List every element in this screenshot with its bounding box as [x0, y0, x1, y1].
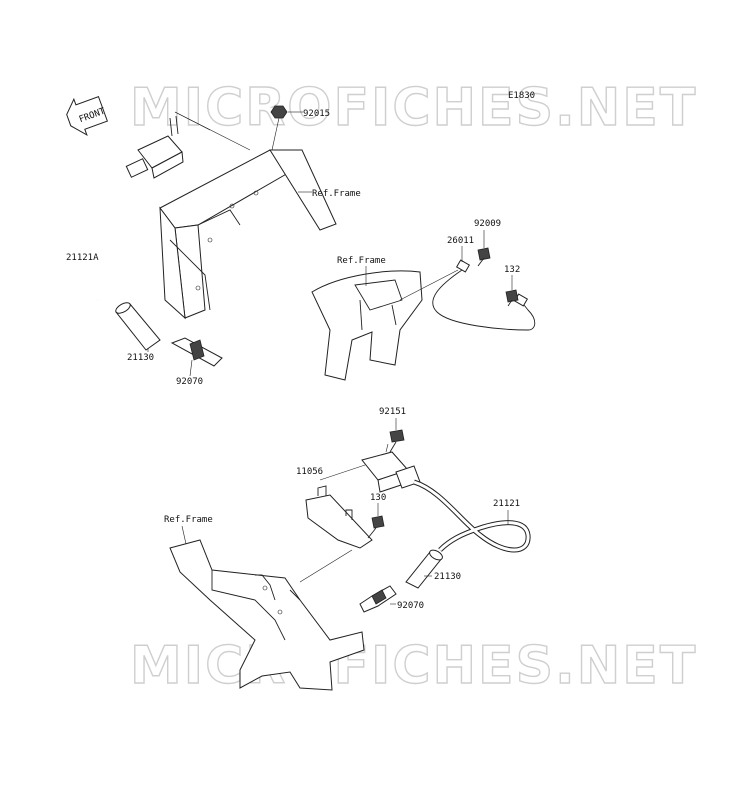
- label-21130-bottom: 21130: [434, 572, 461, 582]
- bolt-92151: [389, 418, 405, 453]
- label-ref-frame-top: Ref.Frame: [312, 189, 361, 199]
- top-frame: [159, 149, 337, 320]
- screw-132: [505, 289, 519, 307]
- watermark-bottom: MICROFICHES.NET: [130, 636, 697, 696]
- front-arrow-icon: FRONT: [66, 95, 109, 137]
- bracket-11056: [305, 464, 373, 549]
- spark-plug-92070-top: [170, 337, 223, 377]
- cable-21121: [413, 479, 531, 553]
- mid-frame: [311, 270, 423, 381]
- ignition-coil-bottom: [361, 443, 421, 493]
- label-ref-frame-mid: Ref.Frame: [337, 256, 386, 266]
- label-21121: 21121: [493, 499, 520, 509]
- label-26011: 26011: [447, 236, 474, 246]
- ground-lead-26011: [399, 259, 536, 331]
- bottom-frame: [169, 539, 365, 691]
- label-ref-frame-bottom: Ref.Frame: [164, 515, 213, 525]
- bolt-130: [367, 503, 385, 539]
- label-21130-top: 21130: [127, 353, 154, 363]
- ignition-coil-top: [125, 115, 184, 179]
- nut-92015: [270, 105, 303, 151]
- diagram-code: E1830: [508, 91, 535, 101]
- label-92015: 92015: [303, 109, 330, 119]
- label-92070-bottom: 92070: [397, 601, 424, 611]
- spark-plug-92070-bottom: [359, 585, 397, 613]
- label-92151: 92151: [379, 407, 406, 417]
- label-132: 132: [504, 265, 520, 275]
- bolt-92009: [477, 247, 491, 267]
- watermark-top: MICROFICHES.NET: [130, 78, 697, 138]
- label-92070-top: 92070: [176, 377, 203, 387]
- label-92009: 92009: [474, 219, 501, 229]
- plug-cap-21130-bottom: [405, 549, 443, 589]
- label-21121A: 21121A: [66, 253, 99, 263]
- cable-21121A: [56, 170, 129, 302]
- plug-cap-21130-top: [115, 302, 161, 352]
- label-11056: 11056: [296, 467, 323, 477]
- label-130: 130: [370, 493, 386, 503]
